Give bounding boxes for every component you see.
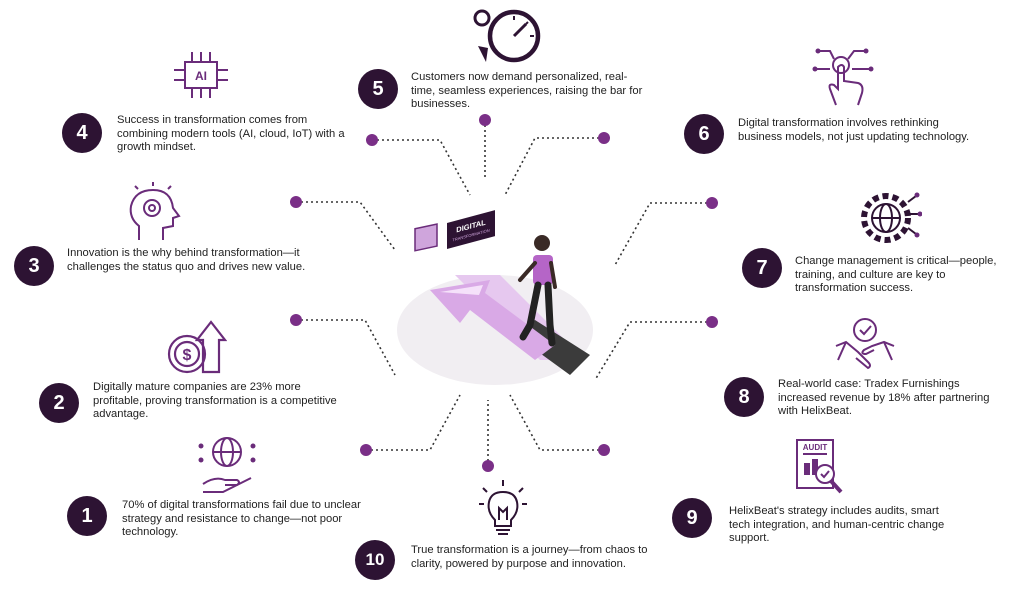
digital-sign: DIGITAL TRANSFORMATION xyxy=(447,210,495,249)
step-text: Success in transformation comes from com… xyxy=(117,114,345,153)
step-text: Real-world case: Tradex Furnishings incr… xyxy=(778,378,990,417)
connector-dot xyxy=(706,197,718,209)
step-number: 7 xyxy=(742,248,782,288)
connector-dot xyxy=(598,132,610,144)
head-gear-icon xyxy=(129,182,181,240)
step-number: 3 xyxy=(14,246,54,286)
dollar-growth-icon: $ xyxy=(167,320,227,374)
connector-dot xyxy=(479,114,491,126)
step-text: Innovation is the why behind transformat… xyxy=(67,247,306,273)
touch-network-icon xyxy=(812,48,874,106)
lightbulb-icon xyxy=(479,480,527,535)
step-number: 8 xyxy=(724,377,764,417)
step-text: 70% of digital transformations fail due … xyxy=(122,499,361,538)
ai-chip-icon: AI xyxy=(174,52,228,98)
ai-label: AI xyxy=(195,69,207,83)
transformation-walker-illustration: DIGITAL TRANSFORMATION xyxy=(397,210,593,385)
step-number: 5 xyxy=(358,69,398,109)
gear-globe-icon xyxy=(861,192,922,243)
connector-dot xyxy=(482,460,494,472)
audit-label: AUDIT xyxy=(803,443,828,452)
step-text: Customers now demand personalized, real-… xyxy=(411,71,643,110)
step-number: 9 xyxy=(672,498,712,538)
connector-dot xyxy=(290,196,302,208)
svg-text:$: $ xyxy=(183,347,192,364)
step-number: 6 xyxy=(684,114,724,154)
audit-document-icon: AUDIT xyxy=(796,439,843,494)
step-text: Change management is critical—people, tr… xyxy=(795,255,997,294)
globe-hand-icon xyxy=(198,437,256,493)
step-text: Digital transformation involves rethinki… xyxy=(738,117,970,143)
step-text: True transformation is a journey—from ch… xyxy=(411,544,648,570)
speed-gauge-icon xyxy=(473,9,541,63)
handshake-icon xyxy=(835,318,895,370)
step-number: 1 xyxy=(67,496,107,536)
step-number: 2 xyxy=(39,383,79,423)
connector-dot xyxy=(706,316,718,328)
connector-dot xyxy=(366,134,378,146)
connector-dot xyxy=(360,444,372,456)
connector-dot xyxy=(598,444,610,456)
step-number: 4 xyxy=(62,113,102,153)
connector-dot xyxy=(290,314,302,326)
step-text: Digitally mature companies are 23% more … xyxy=(93,381,337,420)
step-text: HelixBeat's strategy includes audits, sm… xyxy=(729,505,945,544)
step-number: 10 xyxy=(355,540,395,580)
